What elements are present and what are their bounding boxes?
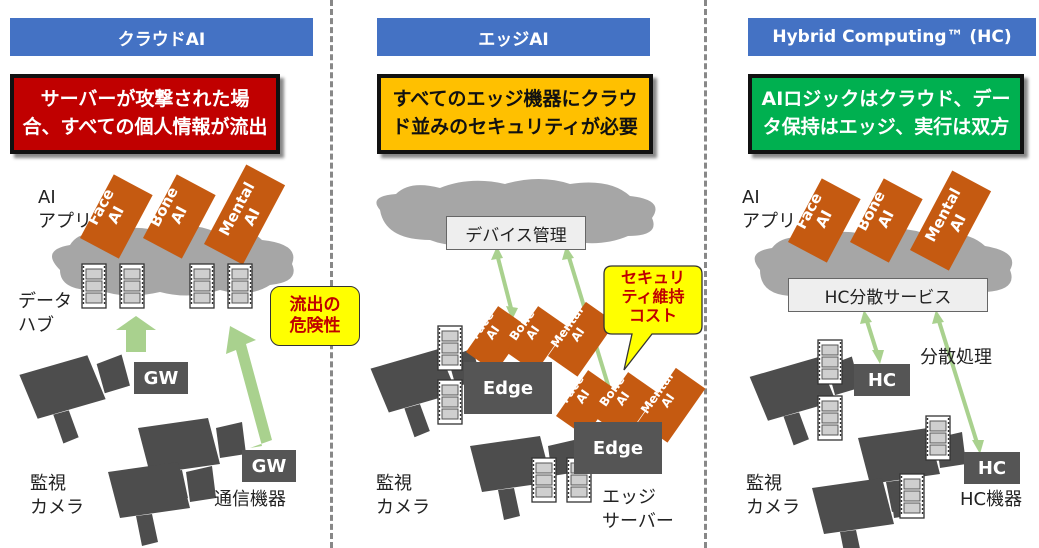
face-ai-tag — [80, 174, 153, 259]
data-film-2 — [119, 263, 145, 309]
cloud-hub-label: データ ハブ — [18, 291, 72, 337]
hc-service-box: HC分散サービス — [788, 278, 988, 312]
hc-bone-tag — [850, 178, 923, 263]
cost-callout-shape — [603, 265, 703, 371]
risk-label: 流出の 危険性 — [289, 294, 341, 336]
edge-server-label: エッジ サーバー — [602, 487, 674, 533]
edge-face-tag-1 — [466, 306, 528, 373]
cloud-ai-header: クラウドAI — [10, 18, 313, 56]
hybrid-camera-label: 監視 カメラ — [746, 473, 800, 519]
data-film-3 — [189, 263, 215, 309]
risk-callout: 流出の 危険性 — [270, 286, 360, 346]
camera-6 — [748, 351, 867, 451]
edge-mental-tag-1 — [548, 301, 616, 377]
gw-up-arrow-1 — [116, 316, 156, 352]
cloud-app-label: AI アプリ — [38, 187, 92, 233]
column-divider-1 — [330, 0, 333, 548]
edge-box-1: Edge — [464, 362, 552, 414]
edge-security-callout: すべてのエッジ機器にクラウド並みのセキュリティが必要 — [377, 74, 653, 154]
data-film-1 — [81, 263, 107, 309]
edge-box-2: Edge — [574, 422, 662, 474]
hc-mental-tag — [910, 170, 992, 271]
edge-film-1 — [437, 325, 463, 371]
camera-5 — [470, 436, 578, 520]
edge-bone-tag-1 — [506, 306, 568, 373]
hc-device-label: HC機器 — [960, 489, 1023, 510]
edge-face-tag-2 — [556, 370, 618, 437]
gw-box-1: GW — [134, 362, 188, 394]
hybrid-callout: AIロジックはクラウド、データ保持はエッジ、実行は双方 — [748, 74, 1024, 154]
hc-link-1 — [864, 317, 880, 357]
bone-ai-tag — [143, 174, 216, 259]
comm-device-label: 通信機器 — [214, 489, 286, 510]
gw-up-arrow-2 — [226, 326, 272, 448]
hc-box-1: HC — [854, 364, 910, 396]
hc-box-2: HC — [964, 452, 1020, 484]
mental-ai-tag — [204, 164, 286, 265]
edge-ai-header: エッジAI — [377, 18, 650, 56]
hc-film-2 — [817, 395, 843, 441]
column-divider-2 — [704, 0, 707, 548]
hybrid-app-label: AI アプリ — [742, 187, 796, 233]
gw-box-2: GW — [242, 450, 296, 482]
distributed-label: 分散処理 — [920, 347, 992, 368]
hc-face-tag — [788, 178, 861, 263]
edge-film-2 — [437, 379, 463, 425]
hybrid-header: Hybrid Computing™ (HC) — [748, 18, 1036, 56]
cloud-risk-callout: サーバーが攻撃された場合、すべての個人情報が流出 — [10, 74, 280, 154]
mgmt-link-1 — [495, 253, 514, 313]
cost-label: セキュリ ティ維持 コスト — [620, 268, 685, 326]
camera-3 — [108, 462, 216, 546]
hc-film-3 — [925, 415, 951, 461]
device-mgmt-box: デバイス管理 — [446, 216, 586, 250]
edge-film-3 — [531, 457, 557, 503]
hc-film-1 — [817, 339, 843, 385]
camera-1 — [18, 349, 137, 449]
edge-camera-label: 監視 カメラ — [376, 473, 430, 519]
hc-film-4 — [899, 473, 925, 519]
data-film-4 — [227, 263, 253, 309]
hc-link-2 — [936, 317, 980, 447]
cloud-camera-label: 監視 カメラ — [30, 473, 84, 519]
